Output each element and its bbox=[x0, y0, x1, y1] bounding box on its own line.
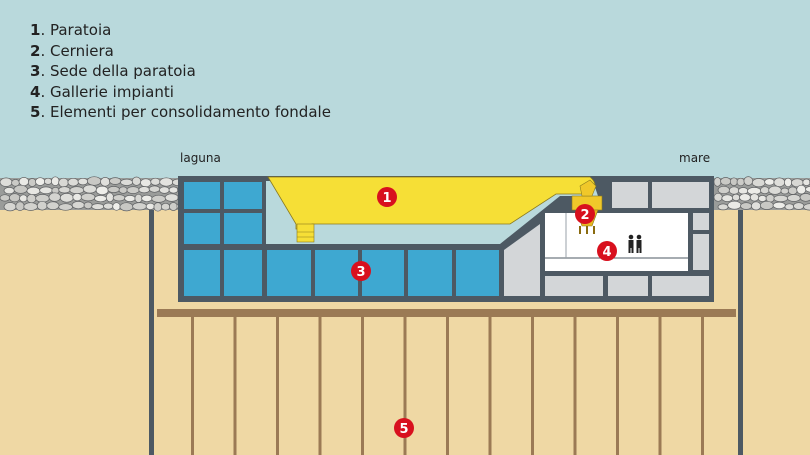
marker-3: 3 bbox=[351, 261, 371, 281]
ballast-cell bbox=[224, 182, 262, 209]
foundation-pile bbox=[318, 317, 322, 455]
marker-5: 5 bbox=[394, 418, 414, 438]
svg-text:2: 2 bbox=[580, 208, 589, 223]
legend-item: 1. Paratoia bbox=[30, 21, 112, 39]
foundation-piles bbox=[191, 317, 704, 455]
ballast-cell bbox=[224, 250, 262, 296]
svg-text:4: 4 bbox=[602, 245, 611, 260]
foundation-pile bbox=[446, 317, 449, 455]
foundation-pile bbox=[658, 317, 662, 455]
gray-cell bbox=[612, 182, 648, 208]
ballast-cell bbox=[184, 213, 220, 244]
foundation-pile bbox=[191, 317, 194, 455]
foundation-pile bbox=[701, 317, 704, 455]
label-laguna: laguna bbox=[180, 151, 221, 165]
ballast-cell bbox=[184, 250, 220, 296]
legend-list: 1. Paratoia 2. Cerniera 3. Sede della pa… bbox=[30, 20, 331, 123]
label-mare: mare bbox=[679, 151, 711, 165]
ballast-cell bbox=[224, 213, 262, 244]
legend-item: 2. Cerniera bbox=[30, 41, 114, 60]
svg-text:3: 3 bbox=[356, 265, 365, 280]
foundation-slab bbox=[157, 309, 736, 317]
foundation-pile bbox=[403, 317, 407, 455]
ballast-cell bbox=[315, 250, 358, 296]
gray-cell bbox=[652, 276, 709, 296]
gray-cell bbox=[608, 276, 648, 296]
svg-text:5: 5 bbox=[399, 422, 408, 437]
foundation-pile bbox=[276, 317, 279, 455]
foundation-pile bbox=[616, 317, 619, 455]
marker-4: 4 bbox=[597, 241, 617, 261]
foundation-pile bbox=[233, 317, 237, 455]
people-icon bbox=[628, 234, 642, 253]
marker-2: 2 bbox=[575, 204, 595, 224]
gray-cell bbox=[693, 213, 709, 230]
foundation-pile bbox=[361, 317, 364, 455]
gray-cell bbox=[652, 182, 709, 208]
foundation-pile bbox=[531, 317, 534, 455]
legend-item: 3. Sede della paratoia bbox=[30, 62, 196, 80]
sheet-pile-left bbox=[149, 210, 154, 455]
gray-cell-sloped bbox=[504, 224, 540, 296]
ballast-cell bbox=[184, 182, 220, 209]
gray-cell bbox=[693, 234, 709, 270]
ballast-cell bbox=[267, 250, 311, 296]
legend-item: 5. Elementi per consolidamento fondale bbox=[30, 103, 331, 121]
legend-item: 4. Gallerie impianti bbox=[30, 82, 174, 101]
foundation-pile bbox=[488, 317, 492, 455]
gate-foot bbox=[296, 223, 315, 243]
ballast-cell bbox=[408, 250, 452, 296]
rock-embankment-right bbox=[713, 176, 810, 211]
marker-1: 1 bbox=[377, 187, 397, 207]
utility-gallery-room bbox=[545, 213, 688, 271]
gray-cell bbox=[545, 276, 603, 296]
sheet-pile-right bbox=[738, 210, 743, 455]
rock-embankment-left bbox=[0, 176, 190, 212]
svg-text:1: 1 bbox=[382, 191, 391, 206]
ballast-cell bbox=[456, 250, 499, 296]
foundation-pile bbox=[573, 317, 577, 455]
